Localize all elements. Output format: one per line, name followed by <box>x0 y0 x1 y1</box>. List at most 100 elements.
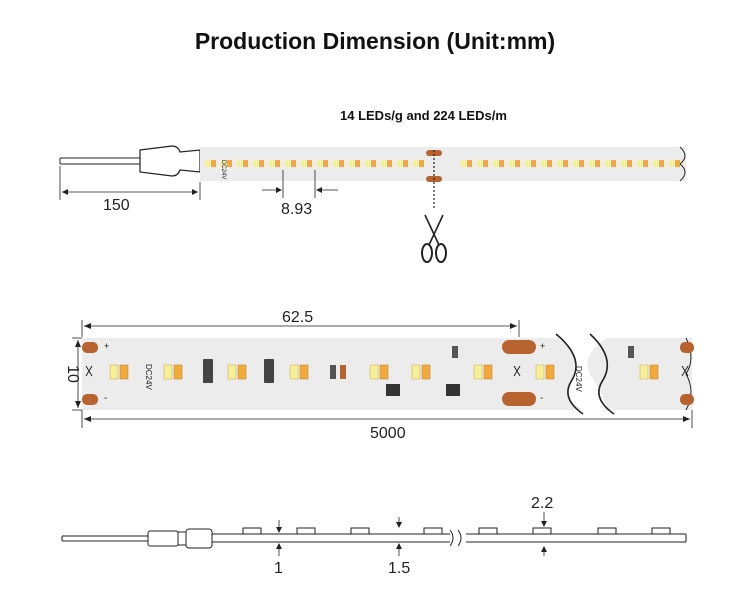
led-chip-cool <box>605 160 610 167</box>
lead-length-value: 150 <box>103 197 130 214</box>
ic-chip <box>628 346 634 358</box>
total-length-dimension: 5000 <box>81 410 693 442</box>
led-chip-cool <box>227 364 237 380</box>
led-pitch-dimension: 8.93 <box>262 170 338 218</box>
led-chip-warm <box>387 160 392 167</box>
width-value: 10 <box>64 365 81 383</box>
led-chip-cool <box>109 364 119 380</box>
led-chip-cool <box>285 160 290 167</box>
resistor-chip <box>340 365 346 379</box>
led-chip-warm <box>627 160 632 167</box>
led-chip-warm <box>419 160 424 167</box>
led-chip-cool <box>637 160 642 167</box>
led-chip-warm <box>595 160 600 167</box>
led-chip-warm <box>371 160 376 167</box>
led-chip-cool <box>669 160 674 167</box>
led-chip-warm <box>421 364 431 380</box>
led-chip-warm <box>237 364 247 380</box>
led-chip-warm <box>515 160 520 167</box>
cut-length-value: 62.5 <box>282 309 313 326</box>
led-chip-cool <box>413 160 418 167</box>
led-profile <box>242 527 262 535</box>
cut-pad-bottom <box>502 392 536 406</box>
side-connector <box>147 530 179 547</box>
led-chip-cool <box>269 160 274 167</box>
led-chip-cool <box>381 160 386 167</box>
led-chip-warm <box>611 160 616 167</box>
led-chip-cool <box>477 160 482 167</box>
total-thickness-dimension: 1.5 <box>388 517 410 577</box>
led-chip-warm <box>545 364 555 380</box>
ic-chip <box>386 384 400 396</box>
led-chip-warm <box>483 160 488 167</box>
led-chip-cool <box>525 160 530 167</box>
ic-chip <box>452 346 458 358</box>
led-chip-warm <box>243 160 248 167</box>
led-height-dimension: 2.2 <box>531 495 553 556</box>
strip-voltage-mark: DC24V <box>220 160 226 179</box>
led-chip-cool <box>557 160 562 167</box>
strip-segment-right <box>606 338 692 410</box>
total-length-value: 5000 <box>370 425 406 442</box>
led-chip-cool <box>349 160 354 167</box>
cut-pad-top <box>502 340 536 354</box>
side-view <box>61 527 687 549</box>
cut-length-dimension: 62.5 <box>81 309 520 337</box>
led-chip-cool <box>461 160 466 167</box>
led-profile <box>651 527 671 535</box>
led-chip-warm <box>643 160 648 167</box>
led-chip-warm <box>227 160 232 167</box>
led-chip-cool <box>237 160 242 167</box>
led-chip-warm <box>563 160 568 167</box>
led-profile <box>597 527 617 535</box>
led-chip-warm <box>119 364 129 380</box>
led-chip-cool <box>639 364 649 380</box>
led-chip-cool <box>589 160 594 167</box>
scissors-icon <box>421 214 447 263</box>
led-chip-warm <box>467 160 472 167</box>
led-chip-cool <box>317 160 322 167</box>
led-chip-warm <box>531 160 536 167</box>
led-density-label: 14 LEDs/g and 224 LEDs/m <box>340 108 507 123</box>
led-profile <box>478 527 498 535</box>
led-profile <box>423 527 443 535</box>
detail-strip: + - + - DC24V DC24V <box>82 333 694 415</box>
led-height-value: 2.2 <box>531 495 553 512</box>
led-chip-cool <box>653 160 658 167</box>
led-chip-warm <box>307 160 312 167</box>
led-pitch-value: 8.93 <box>281 201 312 218</box>
led-chip-cool <box>333 160 338 167</box>
led-chip-cool <box>621 160 626 167</box>
led-chip-cool <box>289 364 299 380</box>
break-line-left <box>555 333 584 415</box>
led-chip-cool <box>365 160 370 167</box>
ic-chip <box>446 384 460 396</box>
led-chip-cool <box>301 160 306 167</box>
end-cap-connector <box>139 145 201 177</box>
led-chip-warm <box>649 364 659 380</box>
pcb-thickness-dimension: 1 <box>274 520 283 577</box>
led-chip-cool <box>541 160 546 167</box>
width-dimension: 10 <box>64 337 82 411</box>
pad-plus-mark: + <box>540 341 545 351</box>
led-chip-cool <box>473 364 483 380</box>
led-chip-cool <box>397 160 402 167</box>
led-chip-warm <box>211 160 216 167</box>
led-chip-cool <box>369 364 379 380</box>
led-chip-warm <box>173 364 183 380</box>
total-thickness-value: 1.5 <box>388 560 410 577</box>
led-chip-warm <box>547 160 552 167</box>
led-chip-warm <box>379 364 389 380</box>
led-chip-warm <box>275 160 280 167</box>
page-title: Production Dimension (Unit:mm) <box>194 28 556 54</box>
led-chip-cool <box>221 160 226 167</box>
led-chip-cool <box>573 160 578 167</box>
led-profile <box>350 527 370 535</box>
led-chip-warm <box>299 364 309 380</box>
lead-length-dimension: 150 <box>59 166 201 214</box>
led-chip-warm <box>259 160 264 167</box>
led-chip-warm <box>675 160 680 167</box>
strip-voltage-mark: DC24V <box>144 364 153 390</box>
led-chip-cool <box>509 160 514 167</box>
